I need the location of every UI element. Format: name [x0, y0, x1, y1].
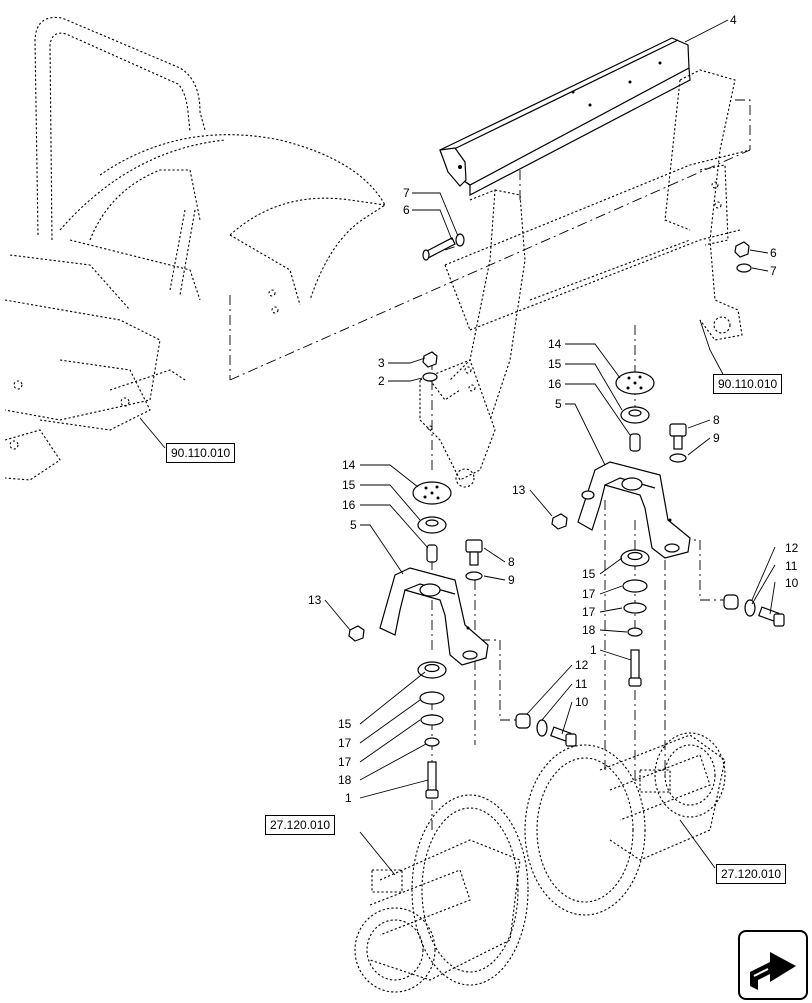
- next-page-arrow-icon-graphic: [750, 952, 796, 990]
- callout-18: 18: [582, 623, 596, 637]
- hardware-parts: [348, 233, 785, 799]
- callout-11: 11: [575, 677, 588, 691]
- callout-9: 9: [508, 573, 515, 587]
- callout-3: 3: [378, 356, 385, 370]
- callout-4: 4: [730, 13, 737, 27]
- reference-axle-left[interactable]: 27.120.010: [265, 815, 336, 835]
- next-page-arrow-icon[interactable]: [738, 930, 808, 1000]
- callout-2: 2: [378, 374, 385, 388]
- callout-1: 1: [590, 643, 597, 657]
- callout-8: 8: [713, 413, 720, 427]
- callout-16: 16: [548, 377, 562, 391]
- alignment-lines: [229, 99, 751, 830]
- callout-10: 10: [575, 695, 589, 709]
- callout-9: 9: [713, 431, 720, 445]
- callout-7: 7: [770, 264, 777, 278]
- callout-1: 1: [345, 791, 352, 805]
- callout-17: 17: [338, 755, 352, 769]
- callout-13: 13: [308, 593, 322, 607]
- crossbar-part-4: [439, 37, 691, 196]
- reference-frame-right[interactable]: 90.110.010: [713, 374, 783, 394]
- callout-6: 6: [403, 203, 410, 217]
- callout-10: 10: [785, 576, 799, 590]
- callout-12: 12: [785, 541, 799, 555]
- callout-7: 7: [403, 186, 410, 200]
- callout-14: 14: [548, 337, 562, 351]
- callout-8: 8: [508, 555, 515, 569]
- callout-14: 14: [342, 458, 356, 472]
- callout-5: 5: [350, 518, 357, 532]
- axle-housing-right: [524, 732, 726, 916]
- callout-18: 18: [338, 773, 352, 787]
- leader-lines: [139, 19, 776, 876]
- callout-labels: 4 7 6 6 7 3 2 14 15 16 5 8 9 13 14 15 16…: [308, 13, 799, 805]
- callout-15: 15: [582, 567, 596, 581]
- callout-15: 15: [548, 357, 562, 371]
- callout-12: 12: [575, 658, 589, 672]
- callout-15: 15: [338, 717, 352, 731]
- callout-15: 15: [342, 478, 356, 492]
- bracket-part-5-right: [577, 461, 691, 559]
- callout-6: 6: [770, 246, 777, 260]
- callout-5: 5: [555, 397, 562, 411]
- callout-17: 17: [582, 605, 596, 619]
- callout-13: 13: [512, 483, 526, 497]
- support-frame: [419, 69, 751, 488]
- bracket-part-5-left: [379, 567, 489, 666]
- axle-housing-left: [354, 794, 529, 993]
- callout-16: 16: [342, 498, 356, 512]
- reference-axle-right[interactable]: 27.120.010: [716, 864, 787, 884]
- callout-11: 11: [785, 559, 798, 573]
- callout-17: 17: [582, 587, 596, 601]
- callout-17: 17: [338, 736, 352, 750]
- tractor-background: [4, 16, 386, 481]
- reference-frame-left[interactable]: 90.110.010: [166, 443, 236, 463]
